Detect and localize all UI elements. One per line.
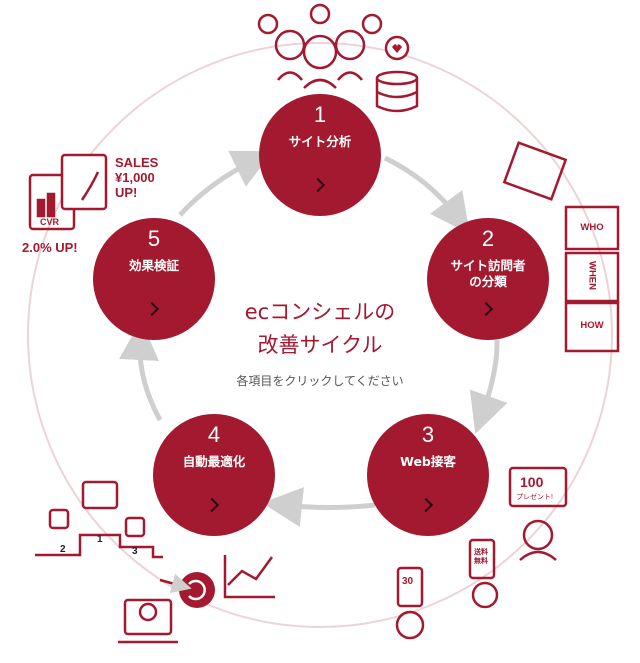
shipping-line-1: 送料 <box>474 549 488 556</box>
clipboard-chart-icon <box>28 153 108 231</box>
chevron-right-icon <box>418 497 434 513</box>
step-node-4[interactable]: 4 自動最適化 <box>153 414 275 536</box>
diagram-title: ecコンシェルの 改善サイクル <box>220 296 420 362</box>
laptop-person-icon <box>118 598 178 644</box>
step-label: サイト訪問者 の分類 <box>450 258 526 289</box>
present-text: プレゼント! <box>516 494 553 501</box>
step-number: 4 <box>207 422 221 447</box>
step-number: 2 <box>481 226 495 251</box>
step-number: 1 <box>313 102 327 127</box>
step-node-1[interactable]: 1 サイト分析 <box>259 94 381 216</box>
tablet-icon <box>468 538 499 609</box>
sales-text: SALES ¥1,000 UP! <box>115 155 158 200</box>
arrow-1-2 <box>383 155 470 235</box>
monitor-icon <box>508 466 568 561</box>
podium-label-3: 3 <box>132 546 138 557</box>
step-node-5[interactable]: 5 効果検証 <box>93 218 215 340</box>
puzzle-icon <box>502 141 620 353</box>
cvr-label: CVR <box>40 217 60 227</box>
puzzle-label-who: WHO <box>580 222 604 233</box>
sales-up: UP! <box>115 185 138 200</box>
arrow-2-3 <box>469 339 508 434</box>
refresh-icon <box>159 572 215 608</box>
podium-label-1: 1 <box>97 534 103 545</box>
puzzle-label-how: HOW <box>580 320 604 331</box>
cvr-up-text: 2.0% UP! <box>22 240 78 255</box>
users-group-icon <box>257 3 383 89</box>
chevron-right-icon <box>144 301 160 317</box>
step-label: Web接客 <box>400 454 456 469</box>
line-graph-icon <box>223 555 275 599</box>
step-number: 5 <box>147 226 161 251</box>
shipping-line-2: 無料 <box>474 558 488 565</box>
arrow-4-5 <box>119 320 163 422</box>
arrow-3-4 <box>262 487 376 527</box>
puzzle-label-when: WHEN <box>586 260 598 291</box>
step-number: 3 <box>421 422 435 447</box>
step-node-2[interactable]: 2 サイト訪問者 の分類 <box>427 218 549 340</box>
shipping-text: 送料 無料 <box>474 548 488 566</box>
step-label: 自動最適化 <box>182 454 246 469</box>
database-heart-icon <box>375 35 419 113</box>
chevron-right-icon <box>310 177 326 193</box>
podium-icon <box>35 480 163 559</box>
chevron-right-icon <box>204 497 220 513</box>
sales-value: ¥1,000 <box>115 170 155 185</box>
title-line-1: ecコンシェルの <box>244 300 396 324</box>
arrow-5-1 <box>178 150 273 217</box>
chevron-right-icon <box>478 301 494 317</box>
step-label: サイト分析 <box>288 134 352 149</box>
present-number: 100 <box>520 474 544 490</box>
title-line-2: 改善サイクル <box>257 333 383 357</box>
coupon-number: 30 <box>402 576 414 587</box>
phone-icon <box>395 566 425 640</box>
step-label: 効果検証 <box>128 258 179 273</box>
instruction-text: 各項目をクリックしてください <box>236 374 404 388</box>
sales-label: SALES <box>115 155 159 170</box>
step-node-3[interactable]: 3 Web接客 <box>367 414 489 536</box>
podium-label-2: 2 <box>60 544 66 555</box>
